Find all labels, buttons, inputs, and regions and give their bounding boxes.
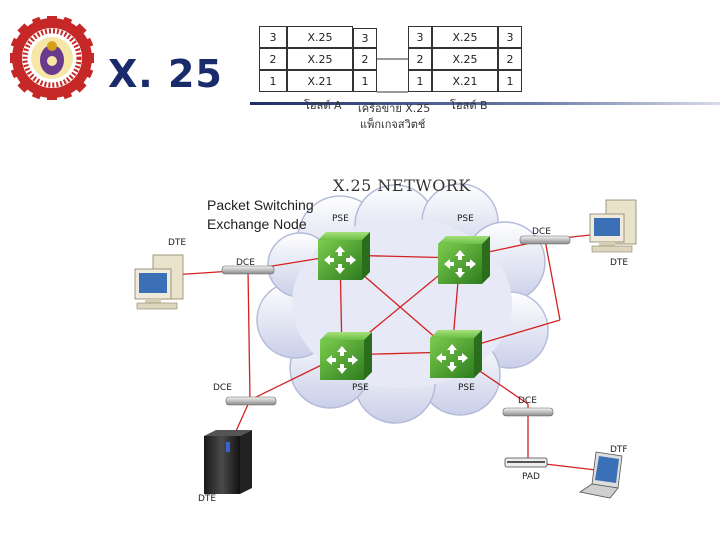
pse-label: PSE bbox=[458, 383, 475, 393]
pse-callout-line1: Packet Switching bbox=[207, 197, 314, 213]
network-label-line2: แพ็กเกจสวิตช์ bbox=[360, 118, 426, 131]
dte-computer bbox=[134, 254, 184, 310]
stack-connectors bbox=[377, 58, 408, 93]
host-a-layer-3-num: 3 bbox=[259, 26, 287, 48]
pse-label: PSE bbox=[457, 214, 474, 224]
university-logo bbox=[10, 16, 94, 100]
pse-switch bbox=[318, 232, 370, 280]
host-b-layer-3-num: 3 bbox=[498, 26, 522, 48]
dce-label: DCE bbox=[236, 258, 255, 268]
network-right-layer-2: 2 bbox=[408, 48, 432, 70]
host-a-layer-2-num: 2 bbox=[259, 48, 287, 70]
pse-switch bbox=[320, 332, 372, 380]
dtf-label: DTF bbox=[610, 445, 628, 455]
network-title: X.25 NETWORK bbox=[333, 176, 471, 195]
dce-label: DCE bbox=[532, 227, 551, 237]
host-b-layer-2-num: 2 bbox=[498, 48, 522, 70]
dce-modem bbox=[221, 265, 275, 275]
host-a-layer-3-proto: X.25 bbox=[287, 26, 353, 48]
pse-callout-line2: Exchange Node bbox=[207, 216, 307, 232]
dte-computer bbox=[589, 199, 637, 253]
dce-label: DCE bbox=[213, 383, 232, 393]
pse-callout: Packet Switching Exchange Node bbox=[207, 196, 314, 234]
pse-label: PSE bbox=[352, 383, 369, 393]
dte-server bbox=[204, 430, 252, 494]
host-b-layer-1-proto: X.21 bbox=[432, 70, 498, 92]
pad-device bbox=[504, 457, 548, 468]
dtf-terminal bbox=[578, 451, 623, 499]
network-left-layer-2: 2 bbox=[353, 48, 377, 70]
host-a-layer-2-proto: X.25 bbox=[287, 48, 353, 70]
dte-label: DTE bbox=[610, 258, 629, 268]
host-b-layer-3-proto: X.25 bbox=[432, 26, 498, 48]
network-label-line1: เครือข่าย X.25 bbox=[358, 102, 431, 115]
dte-label: DTE bbox=[168, 238, 187, 248]
protocol-stack: 3 X.25 2 X.25 1 X.21 โฮสต์ A 3 2 1 3 2 1… bbox=[0, 0, 720, 140]
pse-switch bbox=[430, 330, 482, 378]
host-a-layer-1-proto: X.21 bbox=[287, 70, 353, 92]
host-a-label: โฮสต์ A bbox=[304, 99, 342, 112]
host-b-label: โฮสต์ B bbox=[450, 99, 488, 112]
network-left-layer-3: 3 bbox=[353, 28, 377, 48]
pse-label: PSE bbox=[332, 214, 349, 224]
network-left-layer-1: 1 bbox=[353, 70, 377, 92]
pse-switch bbox=[438, 236, 490, 284]
host-b-layer-1-num: 1 bbox=[498, 70, 522, 92]
dte-label: DTE bbox=[198, 494, 217, 504]
network-right-layer-1: 1 bbox=[408, 70, 432, 92]
dce-label: DCE bbox=[518, 396, 537, 406]
title-underline bbox=[250, 102, 720, 105]
dce-modem bbox=[225, 396, 277, 406]
dce-modem bbox=[502, 407, 554, 417]
dce-modem bbox=[519, 235, 571, 245]
host-a-layer-1-num: 1 bbox=[259, 70, 287, 92]
network-right-layer-3: 3 bbox=[408, 26, 432, 48]
pad-label: PAD bbox=[522, 472, 540, 482]
slide-title: X. 25 bbox=[108, 52, 223, 96]
host-b-layer-2-proto: X.25 bbox=[432, 48, 498, 70]
